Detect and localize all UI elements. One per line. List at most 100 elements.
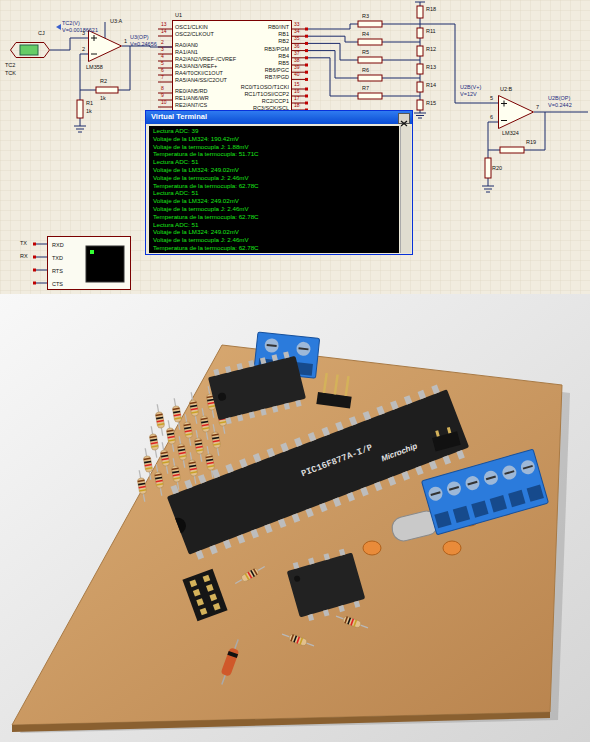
schematic-label: U2B(V+) bbox=[460, 84, 481, 90]
drawing-part bbox=[404, 395, 412, 405]
schematic-label: R13 bbox=[426, 64, 436, 70]
drawing-part bbox=[196, 446, 203, 449]
schematic-label: 1 bbox=[124, 38, 127, 44]
drawing-part bbox=[213, 603, 221, 611]
drawing-part bbox=[158, 54, 172, 55]
drawing-part bbox=[280, 443, 288, 453]
drawing-part bbox=[154, 472, 164, 489]
drawing-part bbox=[12, 712, 550, 732]
schematic-label: R3 bbox=[362, 13, 369, 19]
close-button bbox=[398, 113, 410, 124]
schematic-label: 40 bbox=[294, 72, 300, 78]
schematic-label: 2 bbox=[161, 40, 164, 46]
drawing-part bbox=[390, 400, 398, 410]
drawing-part bbox=[156, 413, 163, 416]
drawing-part bbox=[358, 75, 382, 81]
schematic-label: R18 bbox=[426, 6, 436, 12]
drawing-part bbox=[376, 406, 384, 416]
drawing-part bbox=[47, 236, 131, 290]
drawing-part bbox=[519, 459, 536, 476]
drawing-part bbox=[190, 468, 197, 471]
drawing-part bbox=[150, 439, 157, 442]
drawing-part bbox=[184, 423, 191, 426]
drawing-part bbox=[213, 369, 219, 376]
node-text: Voltaje de la termocupla J: 2.46mV bbox=[153, 205, 249, 212]
terminal-block bbox=[422, 449, 549, 535]
drawing-part bbox=[417, 82, 423, 92]
drawing-part bbox=[239, 458, 247, 468]
drawing-part bbox=[221, 647, 240, 677]
drawing-part bbox=[162, 458, 169, 461]
drawing-part bbox=[211, 432, 221, 449]
drawing-part bbox=[206, 584, 214, 592]
drawing-part bbox=[20, 45, 38, 55]
drawing-part bbox=[200, 416, 210, 433]
drawing-part bbox=[207, 465, 214, 468]
drawing-part bbox=[208, 405, 215, 408]
drawing-part bbox=[323, 609, 329, 616]
schematic-label: V=0.00186621 bbox=[62, 27, 98, 33]
dip-chip bbox=[207, 350, 308, 426]
drawing-part bbox=[225, 464, 233, 474]
drawing-part bbox=[482, 469, 499, 486]
drawing-part bbox=[202, 427, 209, 430]
node-text: Lectura ADC: 39 bbox=[153, 127, 198, 134]
drawing-part bbox=[418, 390, 426, 400]
drawing-part bbox=[171, 398, 183, 431]
schematic-label: 37 bbox=[294, 51, 300, 57]
drawing-part bbox=[282, 634, 314, 646]
drawing-part bbox=[335, 613, 369, 631]
drawing-part bbox=[260, 409, 266, 416]
schematic-label: V=12V bbox=[460, 91, 477, 97]
schematic-label: RC2/CCP1 bbox=[262, 98, 289, 104]
drawing-part bbox=[449, 487, 459, 490]
drawing-part bbox=[508, 490, 525, 507]
drawing-part bbox=[167, 433, 174, 436]
schematic-label: 1k bbox=[86, 108, 92, 114]
drawing-part bbox=[178, 445, 185, 448]
drawing-part bbox=[505, 471, 515, 474]
schematic-label: 34 bbox=[294, 29, 300, 35]
schematic-label: RB2 bbox=[278, 38, 289, 44]
microcontroller-chip bbox=[164, 382, 472, 562]
drawing-part bbox=[196, 449, 203, 452]
drawing-part bbox=[363, 541, 381, 555]
drawing-part bbox=[189, 461, 196, 464]
node-text: U3:A bbox=[110, 18, 122, 24]
opamp-triangle: U2:BLM324 bbox=[498, 95, 534, 129]
schematic-label: R20 bbox=[492, 165, 502, 171]
node-text: Voltaje de la LM324: 190.42mV bbox=[153, 135, 239, 142]
drawing-part bbox=[249, 412, 255, 419]
drawing-part bbox=[202, 424, 209, 427]
drawing-part bbox=[342, 616, 361, 629]
drawing-part bbox=[523, 466, 533, 469]
drawing-part bbox=[158, 36, 172, 37]
drawing-part bbox=[305, 56, 308, 59]
drawing-part bbox=[324, 373, 349, 396]
drawing-part bbox=[360, 487, 368, 497]
schematic-label: 36 bbox=[294, 44, 300, 50]
drawing-part bbox=[490, 495, 507, 512]
drawing-part bbox=[56, 24, 61, 30]
drawing-part bbox=[319, 503, 327, 513]
drawing-part bbox=[272, 406, 278, 413]
drawing-part bbox=[182, 414, 194, 447]
schematic-label: R1 bbox=[86, 100, 93, 106]
drawing-part bbox=[207, 462, 214, 465]
drawing-part bbox=[12, 345, 562, 725]
node-text: Temperatura de la termocupla: 51.71C bbox=[153, 150, 259, 157]
schematic-label: RC0/T1OSO/T1CKI bbox=[241, 84, 289, 90]
drawing-part bbox=[212, 433, 219, 436]
schematic-label: 9 bbox=[161, 93, 164, 99]
drawing-part bbox=[305, 508, 313, 518]
drawing-part bbox=[96, 87, 118, 93]
schematic-label: R5 bbox=[362, 49, 369, 55]
node-text: Temperatura de la termocupla: 62.78C bbox=[153, 213, 259, 220]
opamp-outline bbox=[88, 30, 122, 62]
drawing-part bbox=[296, 637, 300, 644]
drawing-part bbox=[417, 46, 423, 56]
drawing-part bbox=[225, 417, 231, 424]
drawing-part bbox=[235, 567, 264, 584]
drawing-part bbox=[188, 460, 198, 477]
drawing-part bbox=[445, 480, 462, 497]
